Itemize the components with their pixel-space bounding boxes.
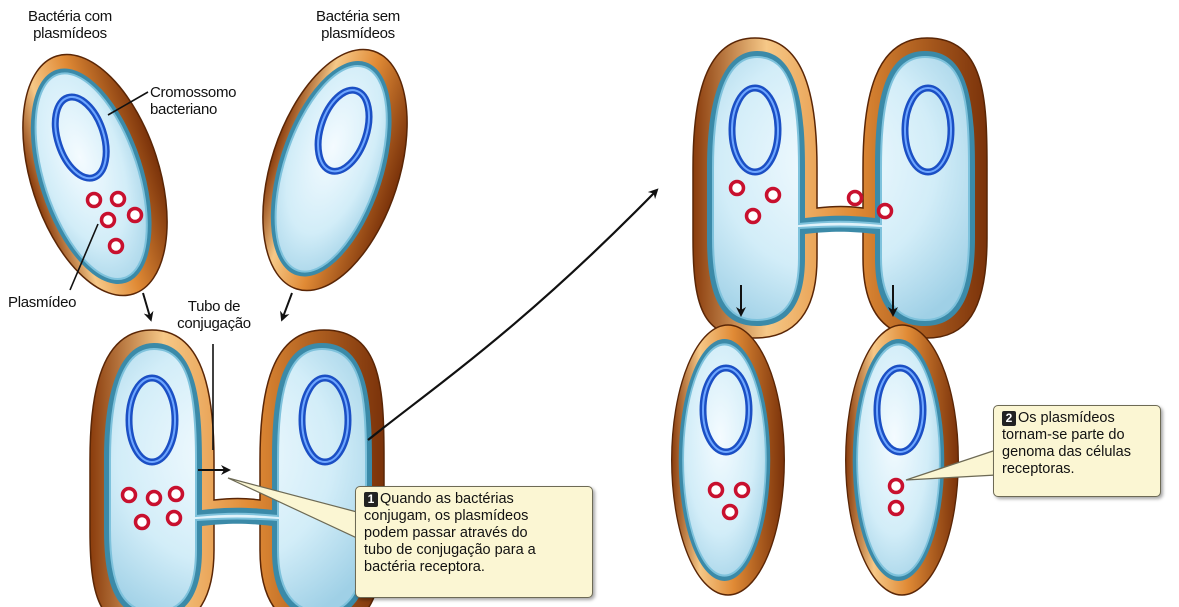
label-conjugation-tube: Tubo de conjugação <box>162 298 266 332</box>
down-arrow-left <box>143 293 150 317</box>
pair-after-transfer <box>693 38 987 338</box>
daughter-cell-left <box>672 325 785 595</box>
label-bacteria-with-plasmids: Bactéria com plasmídeos <box>10 8 130 42</box>
progress-arrow <box>368 192 655 440</box>
label-chromosome: Cromossomo bacteriano <box>150 84 236 118</box>
label-plasmid: Plasmídeo <box>8 294 76 311</box>
recipient-bacterium <box>236 31 435 308</box>
step-number-badge: 1 <box>364 492 378 507</box>
donor-bacterium <box>0 36 194 313</box>
daughter-cell-right <box>846 325 959 595</box>
down-arrow-right <box>283 293 292 317</box>
label-bacteria-without-plasmids: Bactéria sem plasmídeos <box>298 8 418 42</box>
conjugating-pair <box>90 330 384 607</box>
step-number-badge: 2 <box>1002 411 1016 426</box>
